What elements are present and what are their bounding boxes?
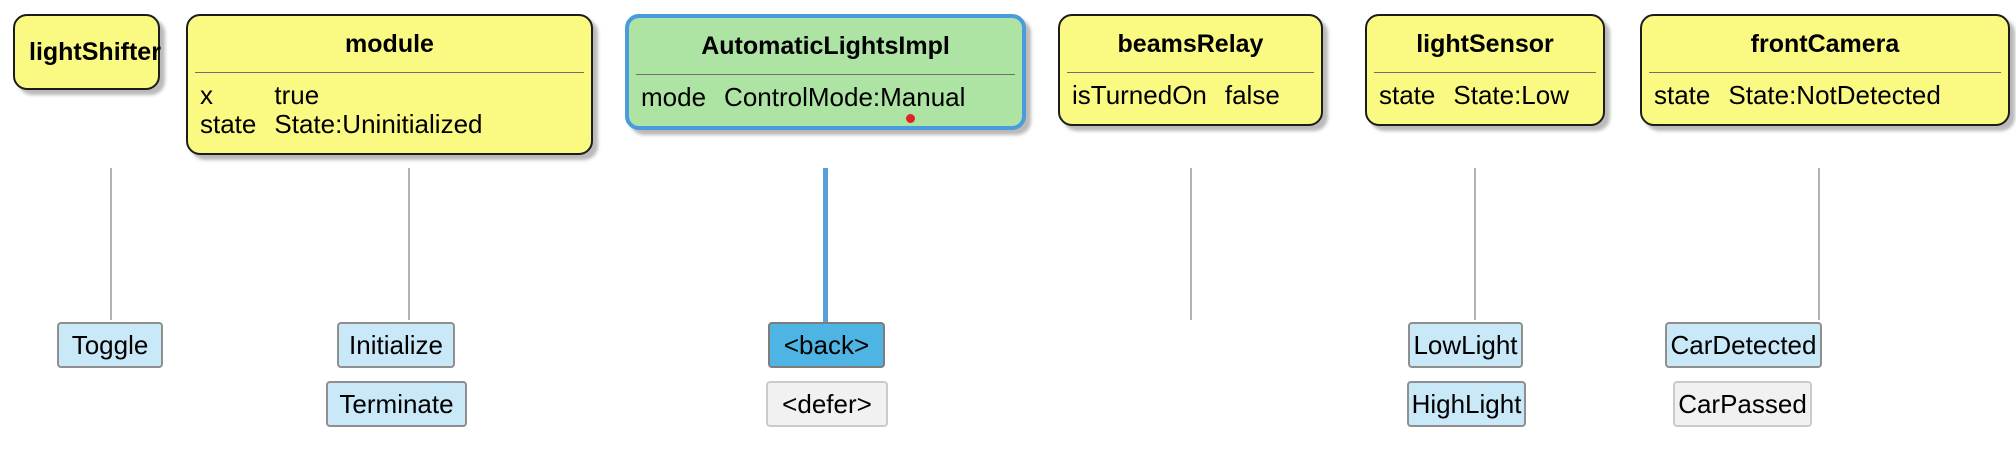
title-divider [1649,72,2001,73]
message-button-carpassed[interactable]: CarPassed [1673,381,1812,427]
object-box-frontcamera[interactable]: frontCamera state State:NotDetected [1640,14,2010,126]
message-button-defer[interactable]: <defer> [766,381,888,427]
attribute-list: state State:Low [1367,73,1603,124]
attribute-name: state [1654,80,1711,110]
lifeline-beamsrelay [1190,168,1192,320]
object-box-beamsrelay[interactable]: beamsRelay isTurnedOn false [1058,14,1323,126]
object-box-module[interactable]: module x true state State:Uninitialized [186,14,593,155]
object-title: AutomaticLightsImpl [701,32,950,60]
attribute-name: x [200,80,213,110]
message-button-initialize[interactable]: Initialize [337,322,455,368]
message-button-lowlight[interactable]: LowLight [1408,322,1523,368]
object-box-automaticlightsimpl[interactable]: AutomaticLightsImpl mode ControlMode:Man… [625,14,1026,130]
attribute-list: state State:NotDetected [1642,73,2008,124]
attribute-list: x true state State:Uninitialized [188,73,591,153]
message-button-back[interactable]: <back> [768,322,885,368]
attribute-name: mode [641,82,707,112]
title-divider [1067,72,1314,73]
attribute-value: true [274,80,320,110]
attribute-list: isTurnedOn false [1060,73,1321,124]
object-title: module [345,30,434,58]
attribute-value: false [1224,80,1280,110]
message-button-terminate[interactable]: Terminate [326,381,467,427]
lifeline-module [408,168,410,320]
attribute-name: state [1379,80,1436,110]
object-title: beamsRelay [1117,30,1264,58]
title-divider [1374,72,1596,73]
lifeline-lightsensor [1474,168,1476,320]
attribute-value: State:Low [1453,80,1570,110]
lifeline-automaticlightsimpl-active [823,168,828,322]
message-button-toggle[interactable]: Toggle [57,322,163,368]
pending-message-dot [906,114,915,123]
message-button-cardetected[interactable]: CarDetected [1665,322,1822,368]
object-title: frontCamera [1750,30,1900,58]
lifeline-frontcamera [1818,168,1820,320]
attribute-list: mode ControlMode:Manual [629,75,1022,126]
attribute-value: State:NotDetected [1728,80,1941,110]
attribute-name: isTurnedOn [1072,80,1207,110]
object-title: lightShifter [29,38,161,66]
message-button-highlight[interactable]: HighLight [1407,381,1526,427]
title-divider [636,74,1015,75]
attribute-name: state [200,109,257,139]
object-title: lightSensor [1416,30,1554,58]
title-divider [195,72,584,73]
object-box-lightsensor[interactable]: lightSensor state State:Low [1365,14,1605,126]
lifeline-lightshifter [110,168,112,320]
attribute-value: State:Uninitialized [274,109,483,139]
attribute-value: ControlMode:Manual [724,82,966,112]
object-box-lightshifter[interactable]: lightShifter [13,14,161,90]
